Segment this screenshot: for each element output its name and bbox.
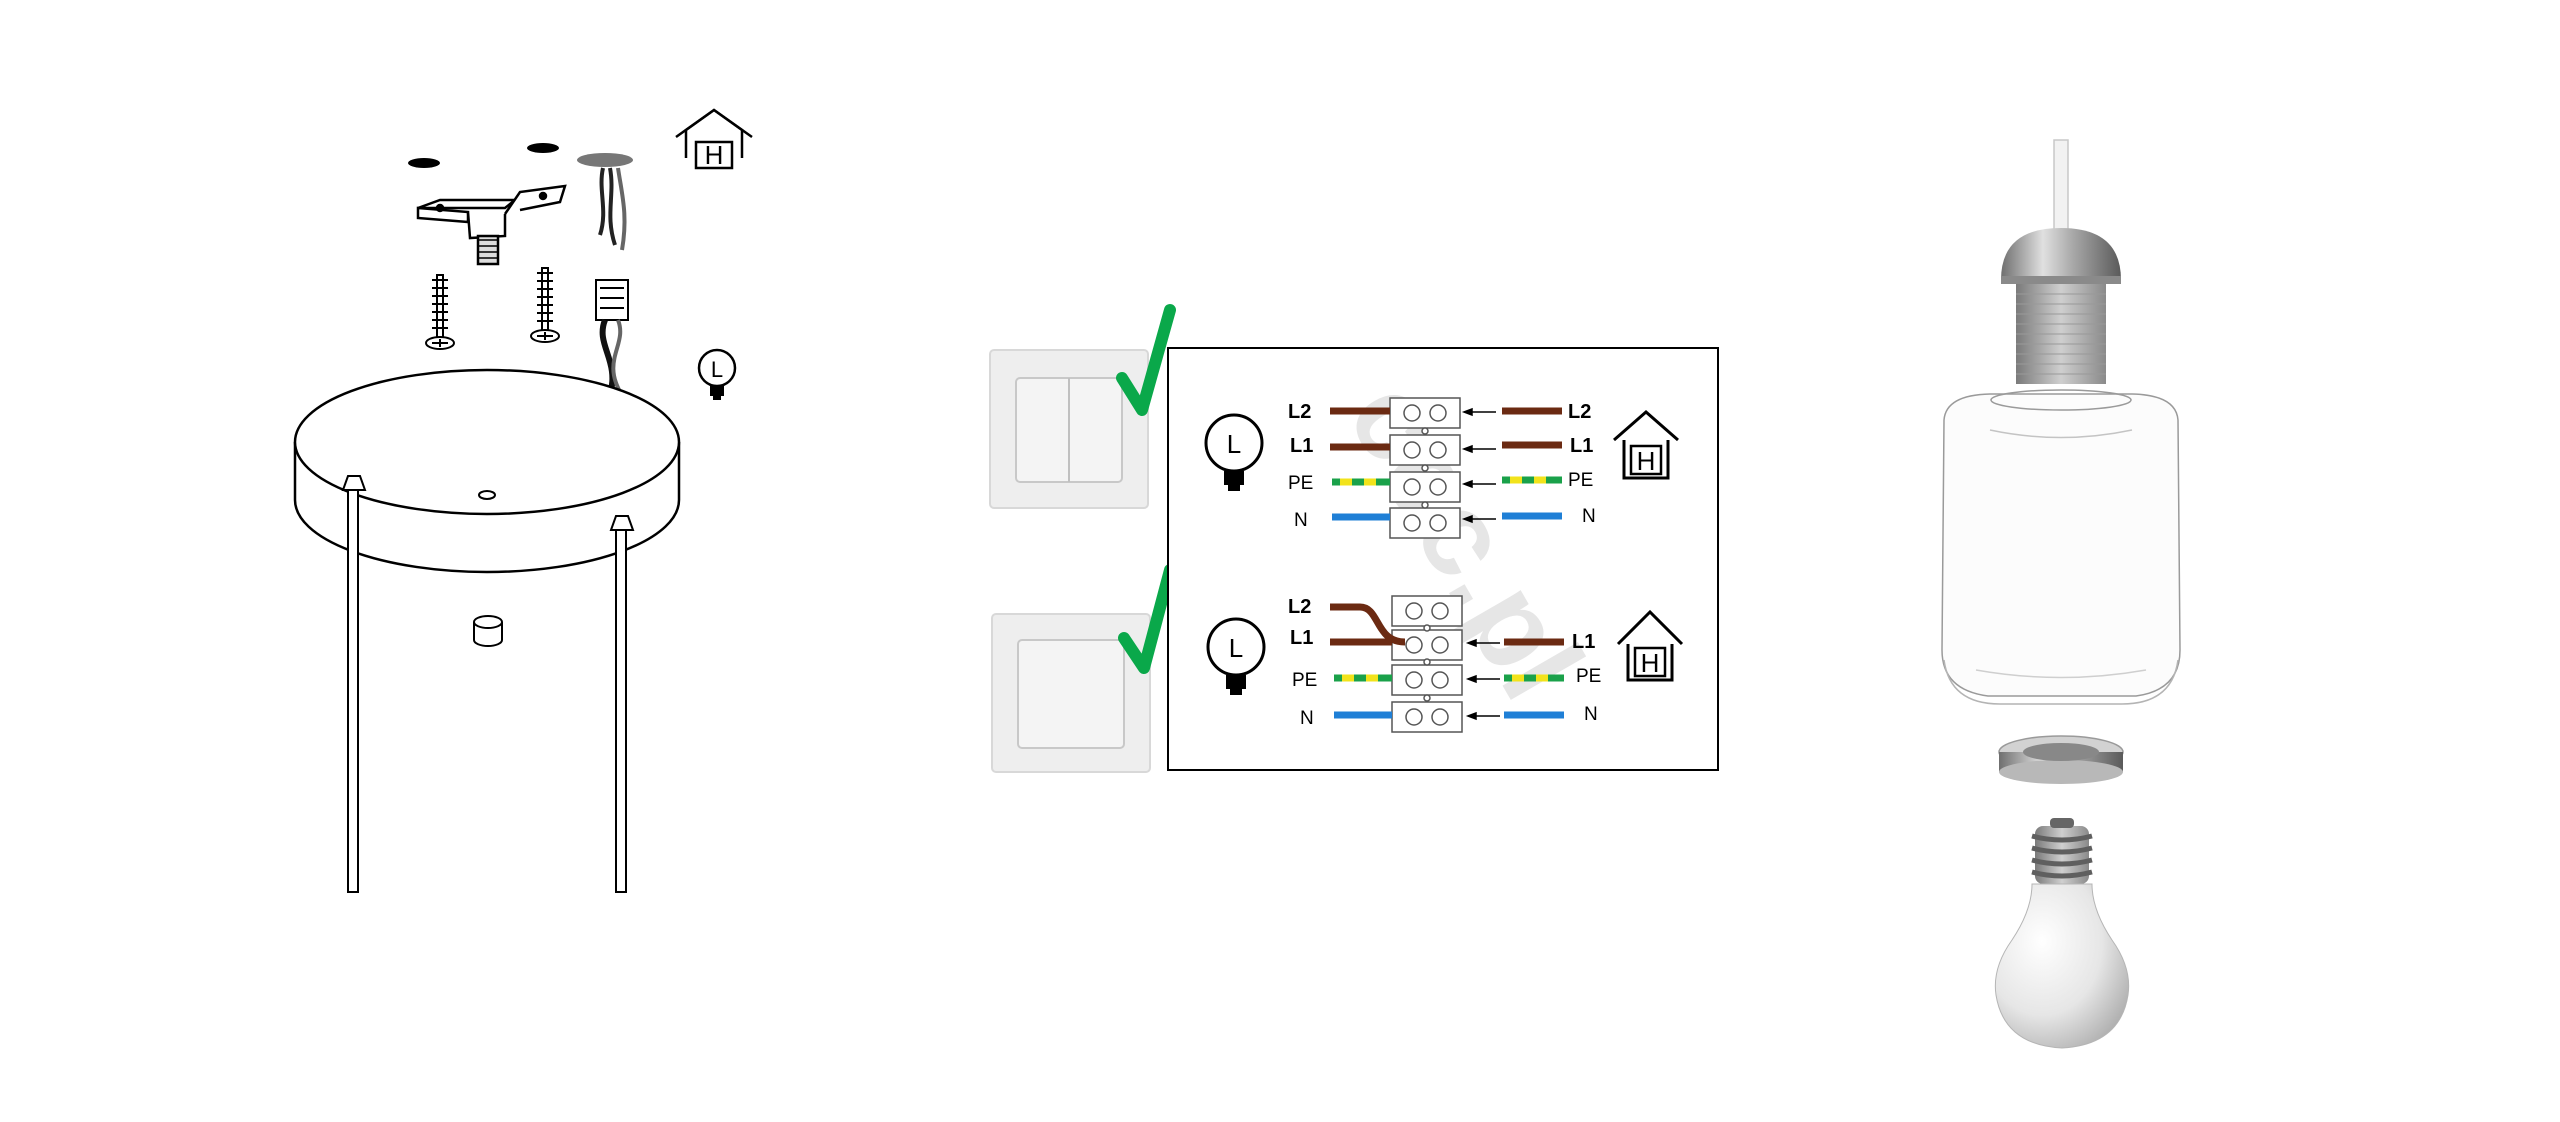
double-switch — [989, 349, 1149, 509]
lamp-icon-lower: L — [1206, 617, 1266, 695]
house-icon-letter: H — [705, 140, 724, 170]
glass-shade — [1941, 389, 2181, 705]
lamp-icon-letter: L — [711, 357, 723, 382]
ceiling-canopy-panel: H L — [0, 0, 860, 1122]
upper-right-label-l2: L2 — [1568, 401, 1591, 423]
wires-upper-right — [1502, 407, 1562, 520]
shade-ring-nut — [1998, 735, 2124, 784]
light-bulb — [1994, 883, 2130, 1049]
house-icon-upper: H — [1613, 410, 1679, 480]
wiring-drawing: ccc.pl L H — [989, 304, 1719, 773]
ceiling-canopy-drawing: H L — [293, 108, 753, 893]
house-icon-lower-letter: H — [1641, 648, 1660, 678]
double-switch-checkmark-icon — [1116, 304, 1176, 416]
upper-left-label-n: N — [1294, 510, 1308, 531]
house-icon-lower: H — [1616, 609, 1684, 682]
lower-left-label-pe: PE — [1292, 670, 1317, 691]
arrows-lower — [1465, 638, 1500, 721]
suspension-rod — [2053, 139, 2069, 241]
socket-sleeve — [2016, 284, 2106, 384]
upper-left-label-l2: L2 — [1288, 401, 1311, 423]
upper-right-label-n: N — [1582, 506, 1596, 527]
lower-right-label-pe: PE — [1576, 666, 1601, 687]
upper-right-label-pe: PE — [1568, 470, 1593, 491]
suspension-cords — [341, 475, 635, 893]
cap-nut — [473, 615, 503, 647]
wires-lower-right — [1504, 638, 1564, 719]
house-icon: H — [675, 108, 753, 170]
lamp-icon-upper-letter: L — [1227, 429, 1241, 459]
wires-lower-left — [1330, 603, 1406, 719]
arrows-upper — [1461, 407, 1496, 524]
screw-right — [530, 267, 560, 343]
upper-right-label-l1: L1 — [1570, 435, 1593, 457]
screw-left — [425, 274, 455, 350]
terminal-connector — [595, 279, 629, 397]
lamp-icon-lower-letter: L — [1229, 633, 1243, 663]
ceiling-cables — [598, 167, 627, 251]
lower-right-label-n: N — [1584, 704, 1598, 725]
wires-upper-left — [1330, 407, 1390, 521]
single-switch — [991, 613, 1151, 773]
lower-left-label-l1: L1 — [1290, 627, 1313, 649]
wiring-diagram-panel: ccc.pl L H — [860, 0, 1760, 1122]
lower-right-label-l1: L1 — [1572, 631, 1595, 653]
canopy-center-hole — [478, 490, 496, 500]
ceiling-hole-left — [408, 158, 440, 168]
lamp-exploded-panel — [1880, 0, 2240, 1122]
lamp-drawing — [1941, 139, 2181, 1049]
socket-cap — [2001, 228, 2121, 284]
canopy-base — [293, 368, 681, 574]
lower-left-label-l2: L2 — [1288, 596, 1311, 618]
house-icon-upper-letter: H — [1637, 446, 1656, 476]
lamp-icon-upper: L — [1204, 413, 1264, 491]
upper-left-label-l1: L1 — [1290, 435, 1313, 457]
ceiling-cable-hole — [577, 153, 633, 167]
mounting-bracket — [416, 184, 567, 266]
lower-left-label-n: N — [1300, 708, 1314, 729]
lamp-icon: L — [697, 348, 737, 400]
ceiling-hole-right — [527, 143, 559, 153]
bulb-screw-base — [2031, 818, 2093, 884]
upper-left-label-pe: PE — [1288, 473, 1313, 494]
single-switch-checkmark-icon — [1118, 564, 1176, 674]
terminal-block-upper — [1389, 397, 1461, 539]
